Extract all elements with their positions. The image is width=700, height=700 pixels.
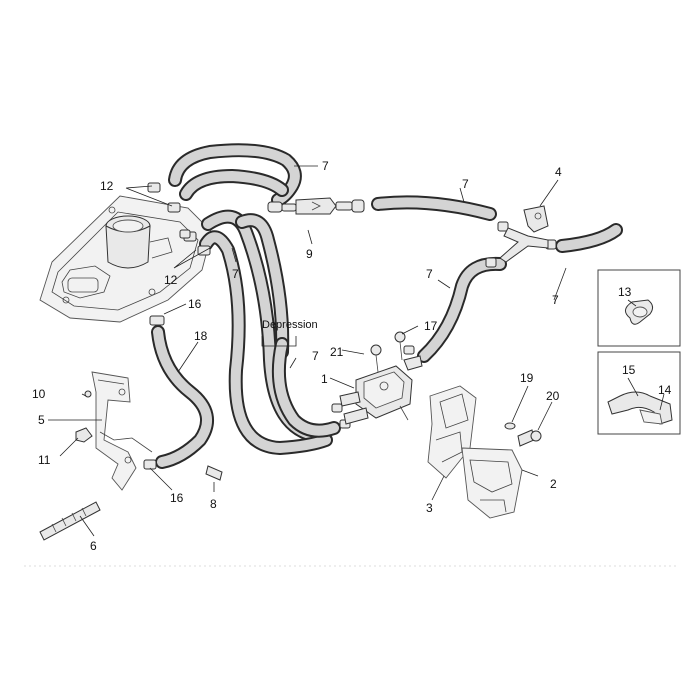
callout-20: 20	[546, 389, 560, 403]
rod	[39, 501, 101, 541]
nut-11	[75, 427, 93, 443]
callout-11: 11	[38, 453, 51, 467]
callout-7-top: 7	[322, 159, 329, 173]
fuel-filter	[267, 197, 365, 215]
hose-top-loop	[168, 143, 302, 207]
depression-label: Depression	[262, 319, 318, 331]
hose-long-loop	[199, 209, 333, 455]
callout-19: 19	[520, 371, 534, 385]
callout-15: 15	[622, 363, 636, 377]
callout-7-mid: 7	[426, 267, 433, 281]
callout-9: 9	[306, 247, 313, 261]
y-connector	[499, 205, 549, 263]
callout-7-depression: 7	[312, 349, 319, 363]
leader-lines	[48, 165, 665, 537]
callout-16-bottom: 16	[170, 491, 184, 505]
callout-14: 14	[658, 383, 672, 397]
hose-far-right	[555, 223, 623, 253]
callout-labels: 1 2 3 4 5 6 7 7 7 7 7 7 8 9 10 11 12 12 …	[32, 159, 672, 553]
bolt-8	[205, 465, 223, 481]
detail-box-14-15	[597, 351, 681, 435]
callout-10: 10	[32, 387, 46, 401]
callout-18: 18	[194, 329, 208, 343]
callout-7-right: 7	[552, 293, 559, 307]
hose-depression	[271, 337, 341, 438]
rod-bracket	[91, 371, 153, 491]
hose-18	[151, 325, 215, 469]
callout-2: 2	[550, 477, 557, 491]
hose-upper-right	[371, 195, 497, 221]
washer-bolt	[504, 422, 542, 447]
callout-17: 17	[424, 319, 438, 333]
pump-bracket	[427, 385, 523, 519]
callout-6: 6	[90, 539, 97, 553]
detail-box-13	[597, 269, 681, 347]
clamps	[143, 182, 557, 470]
callout-21: 21	[330, 345, 344, 359]
callout-7-upper-right: 7	[462, 177, 469, 191]
callout-5: 5	[38, 413, 45, 427]
callout-7-left: 7	[232, 267, 239, 281]
fuel-tank	[39, 195, 213, 323]
fuel-pump	[339, 355, 423, 425]
callout-8: 8	[210, 497, 217, 511]
hoses	[151, 143, 623, 469]
callout-12-bottom: 12	[164, 273, 178, 287]
callout-1: 1	[321, 372, 328, 386]
callout-3: 3	[426, 501, 433, 515]
screw-10	[84, 390, 92, 398]
hose-to-pump	[417, 256, 507, 363]
callout-12-top: 12	[100, 179, 114, 193]
callout-13: 13	[618, 285, 632, 299]
callout-16-top: 16	[188, 297, 202, 311]
screws	[370, 331, 406, 373]
callout-4: 4	[555, 165, 562, 179]
